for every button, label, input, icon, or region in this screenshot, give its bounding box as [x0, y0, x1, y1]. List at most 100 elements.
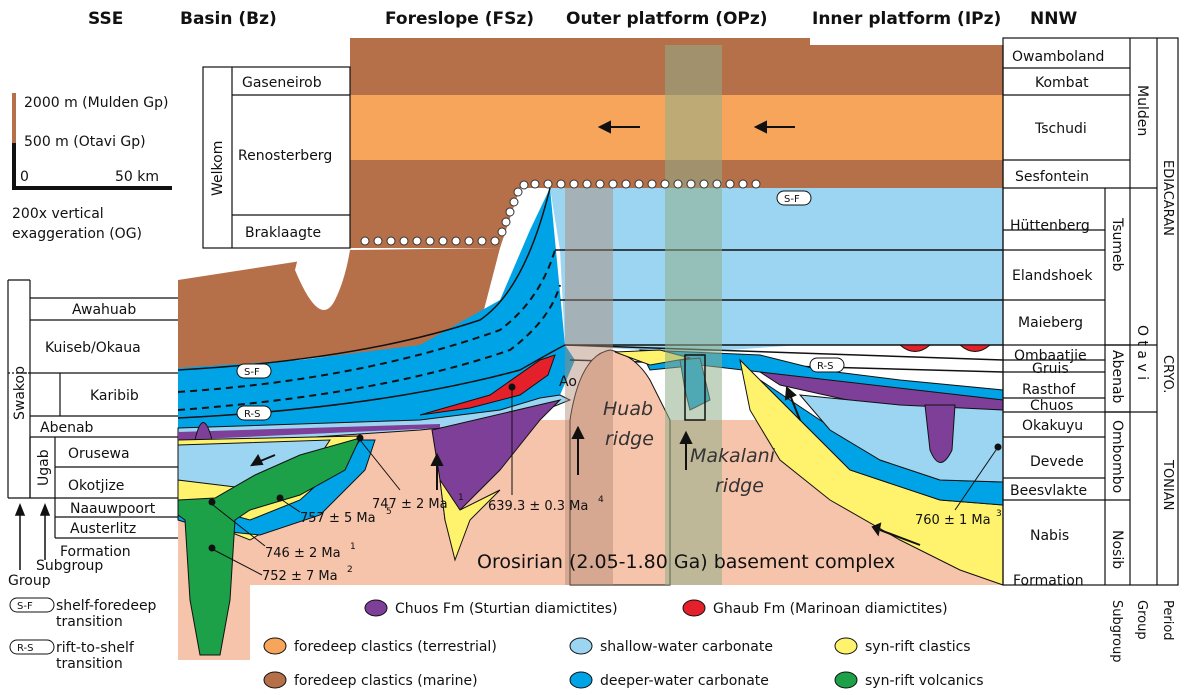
rf-huttenberg: Hüttenberg — [1010, 218, 1090, 234]
welkom-braklaagte: Braklaagte — [245, 225, 321, 241]
period-ediacaran: EDIACARAN — [1160, 160, 1175, 236]
shallow-platform — [550, 188, 1003, 352]
ghaub-wedge — [419, 354, 556, 416]
key-rs-text-1: rift-to-shelf — [56, 640, 135, 656]
right-table — [1002, 37, 1179, 586]
legend-marine: foredeep clastics (marine) — [294, 673, 478, 689]
rf-ombaatjie: Ombaatjie — [1014, 348, 1087, 364]
legend-terrestrial: foredeep clastics (terrestrial) — [294, 639, 497, 655]
huab-label-1: Huab — [603, 398, 653, 420]
scale-exaggeration-2: exaggeration (OG) — [12, 226, 142, 242]
legend-synrift: syn-rift clastics — [865, 639, 971, 655]
sg-nosib: Nosib — [1109, 530, 1125, 569]
legend-swatch-terrestrial — [263, 637, 287, 655]
legend-swatch-shallow — [569, 637, 593, 655]
age-752: 752 ± 7 Ma — [262, 569, 338, 584]
rf-beesvlakte: Beesvlakte — [1010, 483, 1087, 499]
scale-exaggeration-1: 200x vertical — [12, 206, 104, 222]
period-tonian: TONIAN — [1160, 459, 1175, 510]
chuos-layer-basin — [178, 424, 440, 440]
legend-chuos: Chuos Fm (Sturtian diamictites) — [395, 601, 618, 617]
zone-inner-platform: Inner platform (IPz) — [812, 9, 1001, 29]
left-legend-group: Group — [8, 573, 51, 589]
rf-chuos: Chuos — [1030, 398, 1073, 414]
sg-tsumeb: Tsumeb — [1109, 217, 1125, 272]
legend-swatch-ghaub — [682, 599, 706, 617]
left-austerlitz: Austerlitz — [70, 521, 136, 537]
welkom-group: Welkom — [210, 141, 226, 196]
key-rs-text-2: transition — [56, 656, 123, 672]
foredeep-marine-lower — [350, 160, 1003, 248]
welkom-table — [202, 66, 351, 249]
erosion-notch — [295, 250, 350, 310]
left-karibib: Karibib — [90, 388, 139, 404]
left-abenab: Abenab — [40, 420, 94, 436]
footer-subgroup: Subgroup — [1109, 600, 1124, 663]
scale-km: 50 km — [115, 169, 159, 185]
makalani-block — [684, 354, 706, 421]
age-752-ref: 2 — [347, 565, 353, 575]
left-orusewa: Orusewa — [68, 446, 130, 462]
scale-zero: 0 — [20, 169, 29, 185]
swakop-group: Swakop — [12, 366, 28, 420]
key-sf-text-2: transition — [56, 614, 123, 630]
age-639-ref: 4 — [598, 495, 604, 505]
basement-label: Orosirian (2.05-1.80 Ga) basement comple… — [477, 551, 895, 573]
ugab-subgroup: Ugab — [36, 449, 52, 486]
huab-ridge-basement — [569, 349, 671, 586]
left-legend-formation: Formation — [60, 544, 131, 560]
left-legend-subgroup: Subgroup — [36, 558, 103, 574]
rf-devede: Devede — [1030, 454, 1084, 470]
age-leaders — [208, 383, 1002, 576]
synrift-foreslope — [439, 479, 501, 562]
grp-otavi: O t a v i — [1134, 325, 1150, 380]
huab-band — [565, 188, 613, 585]
makalani-band — [665, 45, 722, 585]
key-sf-text-1: shelf-foredeep — [56, 598, 157, 614]
dashed-contacts — [177, 249, 561, 411]
age-639: 639.3 ± 0.3 Ma — [488, 499, 588, 514]
devede-chuos-pod — [924, 404, 956, 463]
makalani-label-2: ridge — [715, 475, 764, 497]
left-legend-arrows — [14, 502, 51, 570]
badge-sf-platform: S-F — [784, 194, 800, 205]
badge-rs-platform: R-S — [817, 361, 834, 372]
legend-ghaub: Ghaub Fm (Marinoan diamictites) — [713, 601, 948, 617]
ghaub-lenses — [898, 344, 992, 352]
legend-swatch-marine — [263, 671, 287, 689]
welkom-renosterberg: Renosterberg — [238, 148, 332, 164]
volcanic-trough — [177, 437, 361, 656]
huab-label-2: ridge — [605, 428, 654, 450]
legend-deep: deeper-water carbonate — [600, 673, 769, 689]
zone-basin: Basin (Bz) — [180, 9, 277, 29]
sg-abenab: Abenab — [1109, 350, 1125, 404]
left-kuiseb: Kuiseb/Okaua — [45, 340, 141, 356]
grp-mulden: Mulden — [1134, 85, 1150, 136]
flow-arrows — [249, 120, 921, 546]
welkom-gaseneirob: Gaseneirob — [242, 75, 322, 91]
age-760-ref: 3 — [996, 509, 1002, 519]
age-757: 757 ± 5 Ma — [300, 511, 376, 526]
dir-nnw: NNW — [1030, 9, 1077, 29]
rf-maieberg: Maieberg — [1018, 315, 1083, 331]
rf-gruis: Gruis — [1032, 361, 1069, 377]
badge-rs-basin: R-S — [244, 409, 261, 420]
swakop-table — [7, 279, 178, 539]
rf-owamboland: Owamboland — [1012, 49, 1104, 65]
footer-period: Period — [1160, 600, 1175, 641]
legend-volcanic: syn-rift volcanics — [865, 673, 984, 689]
rf-okakuyu: Okakuyu — [1022, 418, 1083, 434]
age-747: 747 ± 2 Ma — [372, 497, 448, 512]
left-awahuab: Awahuab — [72, 302, 136, 318]
period-cryo: CRYO. — [1160, 355, 1175, 393]
deep-foreslope — [178, 188, 575, 430]
sf-dots — [360, 179, 761, 246]
scale-bar — [12, 93, 172, 190]
transition-key — [9, 597, 55, 655]
rf-sesfontein: Sesfontein — [1015, 169, 1089, 185]
age-760: 760 ± 1 Ma — [915, 513, 991, 528]
scale-otavi: 500 m (Otavi Gp) — [24, 134, 146, 150]
legend-shallow: shallow-water carbonate — [600, 639, 773, 655]
age-747-ref: 1 — [458, 493, 464, 503]
